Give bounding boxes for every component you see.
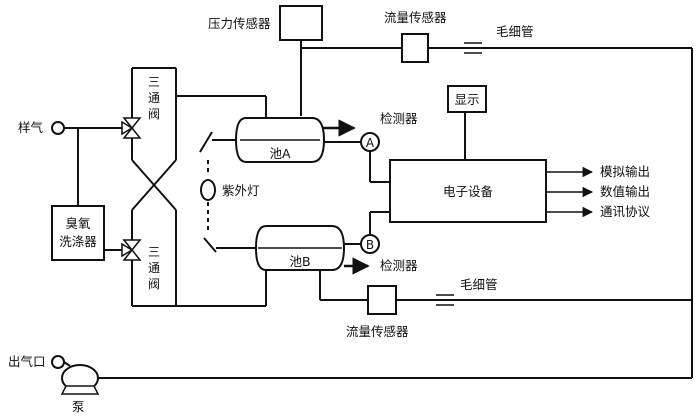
pressure-sensor (279, 5, 323, 41)
output-digital-label: 数值输出 (600, 184, 650, 199)
valve-bottom-char-2: 通 (148, 261, 160, 275)
valve-top-char-2: 通 (148, 91, 160, 105)
ozone-scrubber-label-1: 臭氧 (65, 216, 91, 231)
capillary-bottom (436, 294, 454, 306)
valve-bottom-icon (121, 239, 142, 261)
output-comm-label: 通讯协议 (600, 204, 651, 219)
flow-sensor-bottom (367, 285, 397, 315)
detector-b-label: 检测器 (380, 258, 418, 273)
ozone-scrubber-label-2: 洗涤器 (59, 234, 97, 249)
cell-b: 池B (254, 225, 346, 271)
valve-top-icon (121, 117, 142, 139)
valve-bottom-char-3: 阀 (148, 277, 160, 291)
valve-top-char-3: 阀 (148, 107, 160, 121)
cell-b-label: 池B (289, 254, 310, 269)
ozone-scrubber: 臭氧 洗涤器 (51, 205, 105, 261)
valve-top-char-1: 三 (148, 75, 160, 89)
marker-a: A (360, 132, 380, 152)
flow-sensor-top-label: 流量传感器 (384, 10, 447, 25)
marker-b: B (360, 234, 380, 254)
capillary-bottom-label: 毛细管 (460, 277, 498, 292)
sample-gas-inlet (51, 121, 65, 135)
exhaust-label: 出气口 (8, 354, 46, 369)
electronics-box: 电子设备 (389, 159, 547, 223)
flow-sensor-top (401, 33, 429, 63)
valve-top-label: 三 通 阀 (148, 75, 160, 121)
electronics-label: 电子设备 (443, 184, 494, 199)
output-arrows (546, 166, 594, 218)
valve-bottom-char-1: 三 (148, 245, 160, 259)
marker-b-label: B (366, 238, 374, 252)
pressure-sensor-label: 压力传感器 (208, 16, 271, 31)
output-analog-label: 模拟输出 (600, 164, 650, 179)
cell-a: 池A (234, 117, 326, 163)
cell-a-label: 池A (269, 146, 291, 161)
display-box: 显示 (447, 85, 487, 113)
flow-sensor-bottom-label: 流量传感器 (346, 324, 409, 339)
uv-lamp-label: 紫外灯 (222, 183, 260, 198)
exhaust-outlet (51, 355, 71, 369)
valve-bottom-label: 三 通 阀 (148, 245, 160, 291)
display-label: 显示 (454, 92, 479, 107)
detector-a-label: 检测器 (380, 111, 418, 126)
capillary-top (464, 42, 482, 54)
sample-gas-label: 样气 (18, 120, 44, 135)
pump-label: 泵 (72, 399, 85, 414)
uv-lamp (199, 131, 217, 253)
pipe-lines (64, 40, 693, 379)
pump-icon (60, 364, 100, 395)
marker-a-label: A (366, 136, 375, 150)
capillary-top-label: 毛细管 (496, 24, 534, 39)
